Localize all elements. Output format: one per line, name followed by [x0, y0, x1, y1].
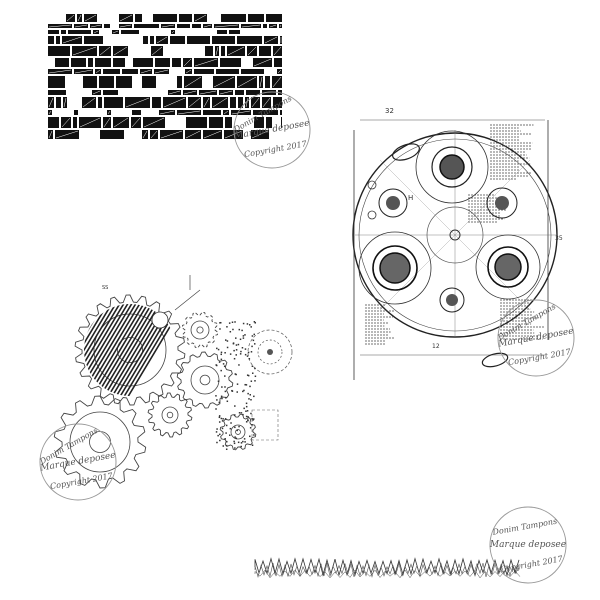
watermark-bottom-text: Copyright 2017: [507, 347, 572, 367]
gear-hatched-icon: [74, 294, 186, 406]
gear-outline-icon: [147, 392, 193, 438]
gear-left-icon: [358, 231, 432, 305]
blueprint-label: 32: [385, 107, 394, 115]
watermark-seal: Donim Tampons Marque deposee Copyright 2…: [489, 506, 567, 584]
watermark-seal: Donim Tampons Marque deposee Copyright 2…: [495, 299, 575, 377]
mosaic-stamp: [48, 14, 284, 139]
gear-outline-icon: [181, 311, 219, 349]
gear-top-center-icon: [415, 130, 489, 204]
clockwork-stamp: 32 H 12 35: [352, 107, 563, 380]
gear-label: SS: [102, 285, 108, 291]
watermark-bottom-text: Copyright 2017: [499, 554, 564, 574]
blueprint-label: 35: [555, 235, 563, 242]
watermark-seal: Donim Tampons Marque deposee Copyright 2…: [37, 423, 117, 501]
zigzag-border-stamp: [254, 557, 521, 579]
gear-outline-icon: [176, 351, 234, 409]
watermark-bottom-text: Copyright 2017: [243, 139, 308, 159]
gear-outline-icon: [219, 413, 257, 451]
blueprint-label: H: [408, 194, 413, 202]
gear-small-icon: [367, 180, 518, 313]
blueprint-label: 12: [432, 343, 440, 350]
watermark-middle-text: Marque deposee: [489, 540, 566, 550]
gear-right-icon: [475, 234, 541, 300]
watermark-top-text: Donim Tampons: [491, 517, 558, 537]
watermark-seal: Donim Tampons Marque deposee Copyright 2…: [231, 91, 311, 169]
